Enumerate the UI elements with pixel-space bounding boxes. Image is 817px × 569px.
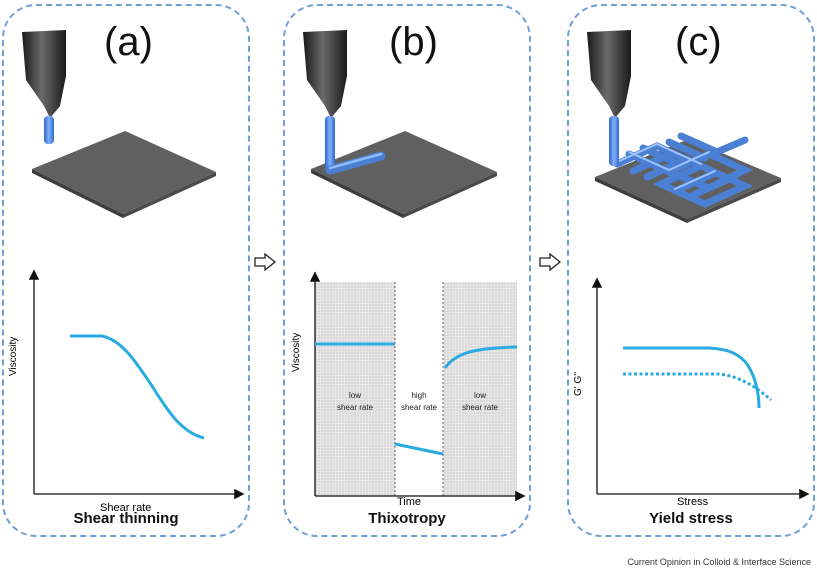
deposited-filament [325, 151, 386, 175]
print-plate [32, 131, 216, 214]
region-label: low [474, 391, 486, 400]
nozzle-body [303, 30, 347, 118]
x-axis-label: Stress [677, 496, 709, 508]
panel-a: (a) Viscosity Shear rate Shear thinning [2, 4, 250, 537]
region-label: high [411, 391, 426, 400]
y-axis-label: Viscosity [8, 336, 19, 376]
panel-b: (b) low shear rate [283, 4, 531, 537]
viscosity-recovery [443, 345, 518, 369]
print-plate [311, 131, 497, 214]
panel-label: (a) [104, 20, 153, 64]
arrow-right-icon [539, 253, 562, 271]
filament [44, 116, 54, 144]
panel-label: (b) [389, 20, 438, 64]
storage-modulus-curve [623, 346, 761, 409]
region-label: shear rate [462, 403, 499, 412]
panel-title: Shear thinning [73, 510, 179, 527]
nozzle-body [22, 30, 66, 118]
region-label: shear rate [401, 403, 438, 412]
x-axis-label: Time [397, 496, 422, 508]
panel-illustration [22, 30, 216, 218]
panel-illustration [587, 30, 781, 223]
viscosity-line-high [394, 442, 444, 456]
arrow-right-icon [254, 253, 277, 271]
panel-c: (c) [567, 4, 815, 537]
panel-label: (c) [675, 20, 722, 64]
panel-title: Yield stress [649, 510, 733, 527]
shear-thinning-chart [28, 269, 245, 500]
yield-stress-chart [591, 277, 810, 500]
filament [609, 116, 619, 166]
journal-credit: Current Opinion in Colloid & Interface S… [627, 557, 811, 567]
panel-title: Thixotropy [368, 510, 446, 527]
thixotropy-chart: low shear rate high shear rate low shear… [309, 271, 526, 502]
viscosity-curve [70, 334, 205, 440]
region-label: shear rate [337, 403, 374, 412]
low-shear-region [443, 282, 517, 496]
loss-modulus-curve [623, 372, 772, 402]
low-shear-region [315, 282, 395, 496]
filament [325, 116, 335, 172]
x-axis-label: Shear rate [100, 502, 152, 514]
panel-illustration [303, 30, 497, 218]
y-axis-label: G' G'' [573, 371, 584, 396]
y-axis-label: Viscosity [291, 332, 302, 372]
nozzle-body [587, 30, 631, 118]
region-label: low [349, 391, 361, 400]
